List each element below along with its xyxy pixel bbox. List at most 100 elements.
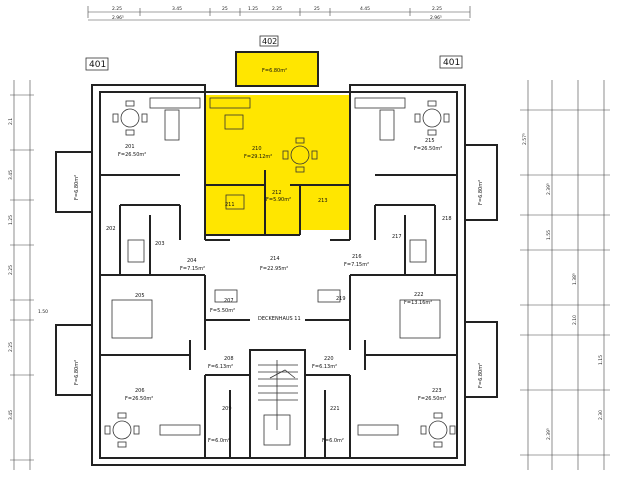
room-220-label: 220 bbox=[324, 356, 334, 362]
right-dim-1: 2.39⁵ bbox=[546, 183, 552, 195]
right-dim-2: 1.55 bbox=[546, 230, 552, 240]
bed-222 bbox=[399, 299, 441, 339]
top-dimension-chain: 2.25 3.45 25 1.25 2.25 25 4.45 2.25 2.96… bbox=[87, 6, 471, 21]
balcony-right-lower bbox=[464, 321, 498, 398]
stairwell bbox=[249, 349, 306, 459]
right-dim-5: 1.15 bbox=[598, 355, 604, 365]
balcony-right-upper-area: F=6.80m² bbox=[478, 180, 484, 205]
right-dim-7: 2.39⁵ bbox=[546, 428, 552, 440]
room-210-area: F=29.12m² bbox=[244, 154, 272, 160]
left-dim-3: 2.25 bbox=[8, 265, 14, 275]
balcony-top-area: F=6.80m² bbox=[262, 68, 287, 74]
room-204-area: F=7.15m² bbox=[180, 266, 205, 272]
room-204-label: 204 bbox=[187, 258, 197, 264]
balcony-right-lower-area: F=6.80m² bbox=[478, 363, 484, 388]
dining-table-215 bbox=[414, 100, 450, 136]
room-215-label: 215 bbox=[425, 138, 435, 144]
left-dim-0: 2.1 bbox=[8, 118, 14, 125]
dining-table-223 bbox=[420, 412, 456, 448]
room-206-label: 206 bbox=[135, 388, 145, 394]
left-dimension-chain: 2.1 3.45 1.25 2.25 1.50 2.25 3.45 bbox=[8, 80, 48, 470]
top-dim-5: 25 bbox=[314, 6, 320, 12]
top-dim-2: 25 bbox=[222, 6, 228, 12]
room-209-area: F=6.0m² bbox=[208, 438, 230, 444]
room-222-area: F=13.16m² bbox=[404, 300, 432, 306]
room-208-label: 208 bbox=[224, 356, 234, 362]
room-220-area: F=6.13m² bbox=[312, 364, 337, 370]
room-213-label: 213 bbox=[318, 198, 328, 204]
balcony-left-lower-area: F=6.80m² bbox=[74, 360, 80, 385]
balcony-top bbox=[235, 51, 319, 87]
room-212-area: F=5.90m² bbox=[266, 197, 291, 203]
top-dim-6: 4.45 bbox=[360, 6, 370, 12]
room-216-label: 216 bbox=[352, 254, 362, 260]
room-222-label: 222 bbox=[414, 292, 424, 298]
room-205-label: 205 bbox=[135, 293, 145, 299]
room-201-area: F=26.50m² bbox=[118, 152, 146, 158]
left-dim-1: 3.45 bbox=[8, 170, 14, 180]
unit-tag-left-box bbox=[85, 57, 109, 71]
top-dim-4: 2.25 bbox=[272, 6, 282, 12]
balconies: F=6.80m² F=6.80m² F=6.80m² F=6.80m² F=6.… bbox=[55, 51, 498, 398]
room-211-label: 211 bbox=[225, 202, 235, 208]
unit-tag-right: 401 bbox=[443, 58, 460, 68]
left-dim-5: 2.25 bbox=[8, 342, 14, 352]
furniture bbox=[104, 97, 456, 448]
left-dim-2: 1.25 bbox=[8, 215, 14, 225]
room-223-area: F=26.50m² bbox=[418, 396, 446, 402]
room-218-label: 218 bbox=[442, 216, 452, 222]
room-214-area: F=22.95m² bbox=[260, 266, 288, 272]
room-203-label: 203 bbox=[155, 241, 165, 247]
room-labels: 201 F=26.50m² 202 203 204 F=7.15m² 205 2… bbox=[106, 138, 452, 444]
left-dim-4: 1.50 bbox=[38, 309, 48, 315]
stairs bbox=[258, 360, 298, 446]
right-dim-4: 2.10 bbox=[572, 315, 578, 325]
room-209-label: 209 bbox=[222, 406, 232, 412]
building-walls bbox=[91, 84, 466, 466]
room-210-label: 210 bbox=[252, 146, 262, 152]
balcony-left-upper bbox=[55, 151, 93, 213]
top-dim-0: 2.25 bbox=[112, 6, 122, 12]
top-dim-1: 3.45 bbox=[172, 6, 182, 12]
room-216-area: F=7.15m² bbox=[344, 262, 369, 268]
dining-table-201 bbox=[112, 100, 148, 136]
balcony-right-upper bbox=[464, 144, 498, 221]
balcony-left-lower bbox=[55, 324, 93, 396]
top-subdim-0: 2.96⁵ bbox=[112, 15, 124, 21]
room-208-area: F=6.13m² bbox=[208, 364, 233, 370]
floor-note: DECKENHAUS 11 bbox=[258, 316, 301, 322]
top-subdim-1: 2.96⁵ bbox=[430, 15, 442, 21]
room-201-label: 201 bbox=[125, 144, 135, 150]
highlighted-rooms bbox=[205, 95, 350, 235]
right-dimension-chain: 2.57⁵ 2.39⁵ 1.55 1.38⁵ 2.10 1.15 2.30 2.… bbox=[520, 80, 610, 470]
room-221-label: 221 bbox=[330, 406, 340, 412]
unit-tag-top: 402 bbox=[262, 37, 277, 46]
room-212-label: 212 bbox=[272, 190, 282, 196]
unit-tag-top-box bbox=[259, 35, 279, 47]
interior-walls bbox=[100, 92, 457, 459]
right-dim-3: 1.38⁵ bbox=[572, 273, 578, 285]
top-dim-3: 1.25 bbox=[248, 6, 258, 12]
room-217-label: 217 bbox=[392, 234, 402, 240]
room-202-label: 202 bbox=[106, 226, 116, 232]
dining-table-206 bbox=[104, 412, 140, 448]
balcony-left-upper-area: F=6.80m² bbox=[74, 175, 80, 200]
room-223-label: 223 bbox=[432, 388, 442, 394]
right-dim-0: 2.57⁵ bbox=[522, 133, 528, 145]
room-219-label: 219 bbox=[336, 296, 346, 302]
room-207-area: F=5.50m² bbox=[210, 308, 235, 314]
highlighted-balcony bbox=[236, 52, 318, 86]
unit-tags: 401 401 402 bbox=[85, 35, 463, 71]
top-dim-7: 2.25 bbox=[432, 6, 442, 12]
unit-tag-left: 401 bbox=[89, 60, 106, 70]
left-dim-6: 3.45 bbox=[8, 410, 14, 420]
dining-table-210 bbox=[282, 137, 318, 173]
room-207-label: 207 bbox=[224, 298, 234, 304]
bed-205 bbox=[111, 299, 153, 339]
unit-tag-right-box bbox=[439, 55, 463, 69]
right-dim-6: 2.30 bbox=[598, 410, 604, 420]
room-214-label: 214 bbox=[270, 256, 280, 262]
room-215-area: F=26.50m² bbox=[414, 146, 442, 152]
room-206-area: F=26.50m² bbox=[125, 396, 153, 402]
